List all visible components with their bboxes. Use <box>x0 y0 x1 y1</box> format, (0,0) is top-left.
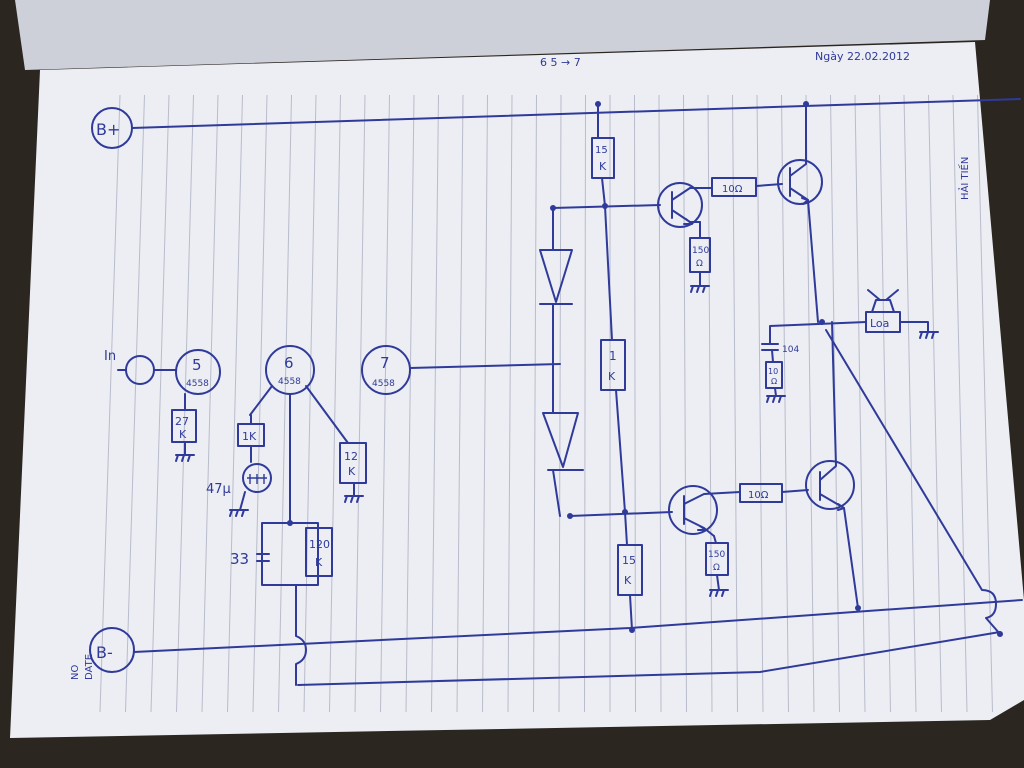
svg-text:Ω: Ω <box>771 377 777 386</box>
notebook-rule-line <box>456 94 464 713</box>
svg-text:15: 15 <box>622 554 636 567</box>
svg-text:K: K <box>348 465 356 478</box>
notebook-rule-line <box>252 94 268 713</box>
cap-104-label: 104 <box>782 345 799 355</box>
svg-text:47µ: 47µ <box>206 482 231 497</box>
opamp-7: 7 4558 <box>361 345 561 395</box>
input-jack: In <box>104 349 177 385</box>
notebook-rule-line <box>952 94 968 713</box>
notebook-rule-line <box>482 94 488 713</box>
output-transistor-top <box>777 101 823 323</box>
resistor-15k-top <box>591 137 615 179</box>
notebook-rule-line <box>227 94 243 713</box>
driver-transistor-bot: 150 Ω 10Ω <box>668 483 809 597</box>
notebook-rule-line <box>805 94 815 713</box>
notebook-rule-line <box>707 94 713 713</box>
opamp-6-part: 4558 <box>278 377 301 387</box>
no-label: NO <box>70 665 81 680</box>
opamp-5-part: 4558 <box>186 379 209 389</box>
svg-text:150: 150 <box>708 550 725 560</box>
notebook-rule-line <box>854 94 866 713</box>
notebook-rule-line <box>558 94 562 713</box>
svg-text:Ω: Ω <box>713 563 720 573</box>
notebook-rule-line <box>507 94 513 713</box>
notebook-rule-line <box>756 94 764 713</box>
driver-transistor-top: 150 Ω 10Ω <box>657 177 783 293</box>
opamp-5: 5 4558 <box>175 349 221 411</box>
svg-text:K: K <box>315 556 323 569</box>
opamp-6: 6 4558 <box>249 345 349 524</box>
svg-text:10Ω: 10Ω <box>722 184 743 195</box>
svg-text:K: K <box>624 574 632 587</box>
notebook-rule-line <box>431 94 439 713</box>
resistor-10-bot <box>739 483 783 503</box>
notebook-rule-line <box>329 94 341 713</box>
opamp-5-id: 5 <box>192 356 202 374</box>
svg-text:10Ω: 10Ω <box>748 490 769 501</box>
svg-text:150: 150 <box>692 246 709 256</box>
svg-text:10: 10 <box>768 367 778 376</box>
opamp-7-part: 4558 <box>372 379 395 389</box>
notebook-rule-line <box>278 94 292 713</box>
svg-text:12: 12 <box>344 450 358 463</box>
bias-diodes <box>539 205 584 519</box>
svg-text:K: K <box>599 160 607 173</box>
notebook-rule-line <box>201 94 219 713</box>
notebook-rule-line <box>732 94 738 713</box>
notebook-rule-line <box>977 94 993 713</box>
capacitor-47u: 47µ <box>206 463 272 517</box>
notebook-rule-line <box>634 94 636 713</box>
notebook-rule-line <box>380 94 390 713</box>
notebook-rule-line <box>125 94 145 713</box>
output-stage: 104 10 Ω Loa <box>761 289 1003 637</box>
notebook-rule-line <box>928 94 942 713</box>
notebook-rule-line <box>533 94 537 713</box>
svg-text:120: 120 <box>309 538 330 551</box>
notebook-rule-line <box>303 94 317 713</box>
date-note: Ngày 22.02.2012 <box>815 50 910 63</box>
top-note: 6 5 → 7 <box>540 56 581 69</box>
resistor-27k: 27 K <box>171 409 197 462</box>
svg-text:K: K <box>179 428 187 441</box>
speaker-icon <box>867 289 899 313</box>
input-label: In <box>104 349 116 364</box>
center-chain: 15 K 1 K 15 K <box>552 101 673 633</box>
svg-text:27: 27 <box>175 415 189 428</box>
svg-text:K: K <box>608 370 616 383</box>
notebook-rule-line <box>584 94 586 713</box>
notebook-rule-line <box>903 94 917 713</box>
date-label: DATE <box>84 654 95 680</box>
notebook-rule-line <box>781 94 789 713</box>
resistor-1k-mid <box>600 339 626 391</box>
resistor-1k: 1K <box>237 414 265 463</box>
output-transistor-bot <box>805 321 861 611</box>
svg-text:1K: 1K <box>242 430 257 443</box>
cap-33-label: 33 <box>230 550 249 568</box>
notebook-rule-line <box>683 94 687 713</box>
resistor-10-top <box>711 177 757 197</box>
resistor-15k-bot <box>617 544 643 596</box>
svg-text:Ω: Ω <box>696 259 703 269</box>
opamp-6-id: 6 <box>284 354 294 372</box>
speaker-label: Loa <box>870 317 889 330</box>
notebook-rule-line <box>99 94 121 713</box>
positive-rail: B+ <box>91 98 1021 149</box>
notebook-rule-line <box>150 94 170 713</box>
svg-text:1: 1 <box>609 349 617 363</box>
positive-rail-label: B+ <box>96 120 120 139</box>
svg-text:15: 15 <box>595 145 608 156</box>
opamp-7-id: 7 <box>380 354 390 372</box>
brand-logo-text: HẢI TIẾN <box>957 157 971 200</box>
resistor-12k: 12 K <box>339 442 367 503</box>
notebook-rule-line <box>354 94 366 713</box>
feedback-network: 33 120 K <box>230 520 333 686</box>
notebook-rule-line <box>405 94 415 713</box>
negative-rail-label: B- <box>96 643 113 662</box>
